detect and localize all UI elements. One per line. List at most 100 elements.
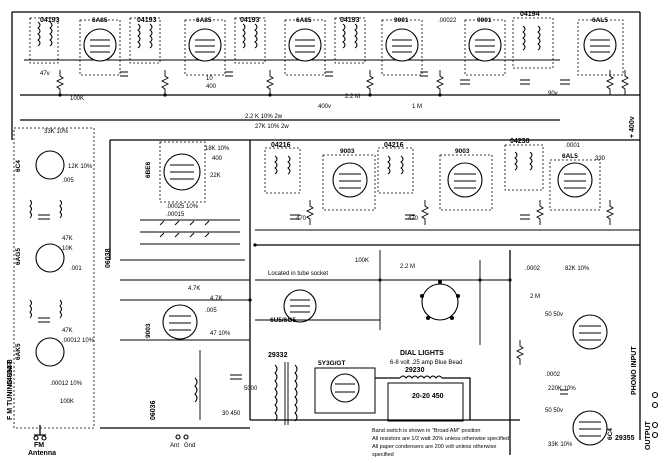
res-value-330: 330	[595, 156, 606, 162]
filter-choke-29230: 29230 20-20 450	[375, 367, 471, 422]
cap-value-30-450: 30 450	[222, 411, 241, 417]
res-value-2-2m: 2.2 M	[345, 94, 360, 100]
transformer-label-06038: 06038	[105, 248, 112, 268]
middle-row-wiring: 470 470 330	[255, 139, 641, 300]
res-value-100k-mid: 100K	[355, 258, 369, 264]
top-rail-wiring	[11, 11, 641, 140]
cap-value-001-fm: .001	[70, 266, 82, 272]
if-transformer-3: 04193	[234, 17, 266, 64]
dial-lights-label-2: 6-8 volt .25 amp Blue Bead	[390, 360, 462, 366]
tube-label-9003-2: 9003	[455, 148, 470, 155]
top-row-components	[55, 70, 630, 97]
res-value-82k: 82K 10%	[565, 266, 590, 272]
if-transformer-04238: 04238	[504, 138, 544, 191]
cap-value-00012: .00012 10%	[62, 338, 95, 344]
voltage-label-plus-400v: + 400v	[629, 116, 636, 138]
tube-9003-3: 9003 4.7K 4.7K .005 47 10%	[145, 286, 231, 340]
tube-label-5y3: 5Y3G/GT	[318, 360, 345, 367]
cap-value-0005: .005	[62, 178, 74, 184]
tube-6be6: 6BE6 18K 10% 400 22K .00025 10% .00015	[145, 141, 230, 218]
if-transformer-1: 04193	[29, 17, 60, 64]
ant-label: Ant	[170, 443, 179, 449]
tube-label-6be6: 6BE6	[145, 161, 152, 178]
notes-block: Band switch is shown in "Broad AM" posit…	[372, 428, 509, 458]
tube-6al5-1: 6AL5	[577, 17, 624, 76]
res-value-10k-fm: 10K	[62, 246, 73, 252]
tube-label-6: 6AL5	[592, 17, 608, 24]
cap-value-05-left: .005	[205, 308, 217, 314]
tube-6al5-2: 6AL5 .0001	[549, 143, 601, 211]
transformer-label-5: 04194	[520, 11, 540, 18]
note-line-1: Band switch is shown in "Broad AM" posit…	[372, 428, 480, 434]
transformer-label-29230: 29230	[405, 367, 425, 374]
tube-label-9003-1: 9003	[340, 148, 355, 155]
res-value-47k-fm: 47K	[62, 236, 73, 242]
transformer-label-06036-b: 06036	[150, 400, 157, 420]
res-value-2-2m-mid: 2.2 M	[400, 264, 415, 270]
tube-label-6al5-2: 6AL5	[562, 153, 578, 160]
cap-value-0001-right: .0001	[565, 143, 581, 149]
transformer-label-04238: 04238	[510, 138, 530, 145]
res-value-33k: 33K 10%	[44, 129, 69, 135]
cap-value-10: 10	[206, 76, 213, 82]
cross-wiring	[120, 243, 512, 420]
tube-6u5-6g5: 6U5/6G5	[270, 289, 317, 324]
res-value-22k-mid: 22K	[210, 173, 221, 179]
tube-label-3: 6A85	[296, 17, 312, 24]
transformer-label-3: 04193	[240, 17, 260, 24]
fm-antenna-label-2: Antenna	[28, 450, 56, 457]
tube-6a85-1: 6A85	[79, 17, 121, 76]
transformer-label-1: 04193	[40, 17, 60, 24]
cap-value-50-50v-b: 50 50v	[545, 408, 563, 414]
tube-label-9003-3: 9003	[145, 323, 152, 338]
tube-6a85-2: 6A85	[184, 17, 226, 76]
tube-9003-1: 9003	[322, 148, 376, 211]
tuning-unit-part-number: 04634-8	[7, 359, 14, 385]
note-line-2: All resistors are 1/2 watt 20% unless ot…	[372, 436, 509, 442]
if-transformer-04216-2: 04216	[377, 142, 414, 194]
res-value-47k-fm2: 47K	[62, 328, 73, 334]
fm-tuning-unit: F M TUNING UNIT 04634-8 6C4 6AG5 6AK5 33…	[7, 127, 95, 429]
tube-label-6c4-bottom: 6C4	[607, 428, 614, 440]
transformer-label-29355: 29355	[615, 435, 635, 442]
power-transformer-29332: 29332	[268, 352, 298, 425]
res-value-12k: 12K 10%	[68, 164, 93, 170]
res-value-22k-2w: 2.2 K 10% 2w	[245, 114, 283, 120]
if-transformer-2: 04193	[129, 17, 161, 64]
fm-tuning-unit-label: F M TUNING UNIT	[7, 360, 14, 420]
cap-value-00025: .00025 10%	[166, 204, 199, 210]
located-note: Located in tube socket	[268, 271, 328, 277]
res-value-4-7k-b: 4.7K	[210, 296, 222, 302]
cap-value-0002: .0002	[545, 372, 561, 378]
tube-9003-2: 9003	[439, 148, 493, 211]
res-value-470: 470	[296, 216, 307, 222]
note-line-4: specified	[372, 452, 394, 458]
res-value-18k: 18K 10%	[205, 146, 230, 152]
output-label: OUTPUT	[645, 421, 652, 451]
dial-lights-label-1: DIAL LIGHTS	[400, 350, 444, 357]
cap-value-50-50v: 50 50v	[545, 312, 563, 318]
audio-stage-right: 6C4 .0002 82K 10% 2 M 50 50v .0002 220K …	[509, 250, 641, 455]
transformer-label-04216-1: 04216	[271, 142, 291, 149]
tube-label-6ag5: 6AG5	[15, 248, 22, 265]
tube-label-5: 9001	[477, 17, 492, 24]
res-value-2m: 2 M	[530, 294, 540, 300]
tube-6a85-3: 6A85	[284, 17, 326, 76]
res-value-33k-right: 33K 10%	[548, 442, 573, 448]
cap-value-top-1: .00022	[438, 18, 457, 24]
res-value-100k: 100K	[70, 96, 84, 102]
voltage-label-47v: 47v	[40, 71, 50, 77]
voltage-label-400v: 400v	[318, 104, 331, 110]
located-in-tube-socket: Located in tube socket	[268, 271, 328, 277]
cap-value-00012-b: .00012 10%	[50, 381, 83, 387]
res-value-27k-2w: 27K 10% 2w	[255, 124, 289, 130]
top-row-values: .00022 47v 100K 2.2 K 10% 2w 27K 10% 2w …	[40, 18, 636, 138]
phono-input-label: PHONO INPUT	[631, 346, 638, 395]
fm-antenna-label-1: FM	[34, 442, 44, 449]
tube-label-6ak5: 6AK5	[15, 343, 22, 360]
cap-value-400: 400	[206, 84, 217, 90]
transformer-label-4: 04193	[340, 17, 360, 24]
tube-label-4: 9001	[394, 17, 409, 24]
voltage-label-90v: 90v	[548, 91, 558, 97]
